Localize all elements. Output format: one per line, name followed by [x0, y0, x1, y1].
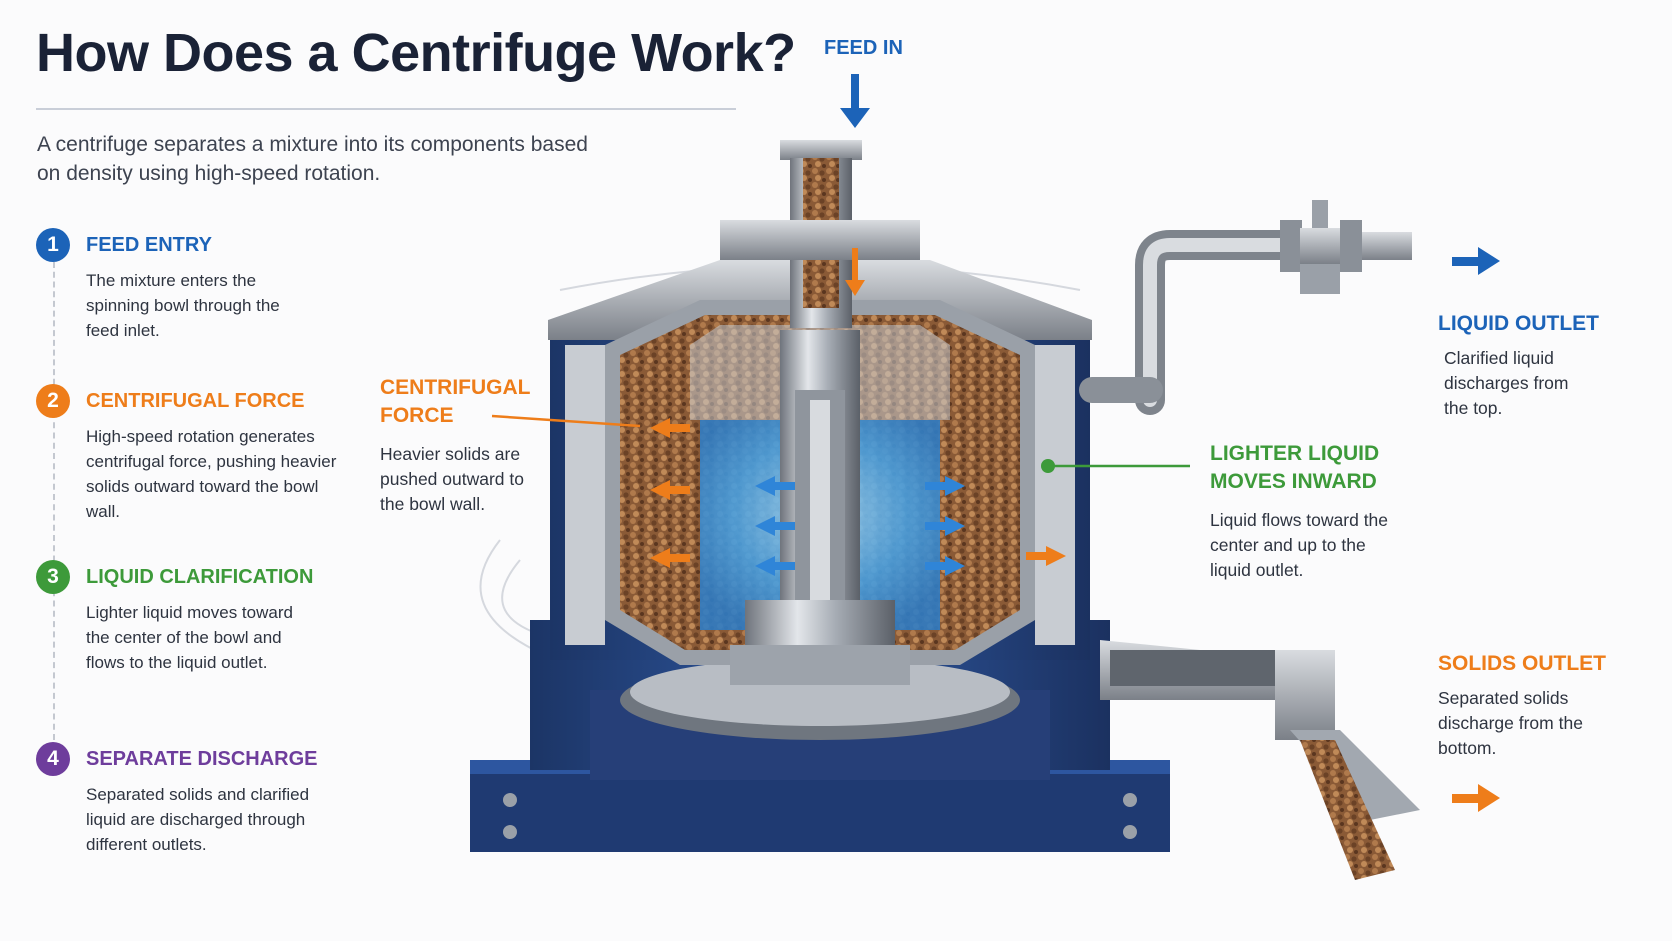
outlet-valve: [1280, 200, 1412, 294]
callout-centrifugal-force-title: CENTRIFUGAL FORCE: [380, 376, 531, 427]
step-4-badge: 4: [36, 742, 70, 776]
callout-solids-outlet-body: Separated solids discharge from the bott…: [1438, 688, 1583, 758]
callout-solids-outlet-title: SOLIDS OUTLET: [1438, 652, 1606, 675]
title-divider: [36, 108, 736, 110]
step-3-body: Lighter liquid moves toward the center o…: [86, 603, 293, 672]
callout-lighter-liquid-body: Liquid flows toward the center and up to…: [1210, 510, 1389, 580]
outward-arrow-icon: [650, 418, 1066, 568]
step-3-badge: 3: [36, 560, 70, 594]
step-1-body: The mixture enters the spinning bowl thr…: [86, 271, 280, 340]
callout-liquid-outlet: LIQUID OUTLET Clarified liquid discharge…: [1438, 310, 1638, 421]
callout-solids-outlet: SOLIDS OUTLET Separated solids discharge…: [1438, 650, 1638, 761]
step-2-title: CENTRIFUGAL FORCE: [86, 390, 305, 412]
step-4-body: Separated solids and clarified liquid ar…: [86, 785, 310, 854]
step-connector: [53, 580, 55, 740]
page-title: How Does a Centrifuge Work?: [36, 23, 796, 83]
step-connector: [53, 412, 55, 582]
callout-liquid-outlet-body: Clarified liquid discharges from the top…: [1444, 348, 1569, 418]
callout-liquid-outlet-title: LIQUID OUTLET: [1438, 312, 1599, 335]
feed-pipe: [720, 140, 920, 328]
feed-in-label: FEED IN: [824, 37, 903, 59]
intro-text: A centrifuge separates a mixture into it…: [37, 133, 588, 185]
step-3-title: LIQUID CLARIFICATION: [86, 566, 314, 588]
callout-centrifugal-force: CENTRIFUGAL FORCE Heavier solids are pus…: [380, 374, 550, 517]
step-4-title: SEPARATE DISCHARGE: [86, 748, 318, 770]
liquid-outlet-pipe: [1079, 230, 1295, 415]
feed-arrow: [840, 74, 870, 296]
step-1-badge: 1: [36, 228, 70, 262]
inward-arrow-icon: [755, 476, 965, 576]
callout-lighter-liquid-title: LIGHTER LIQUID MOVES INWARD: [1210, 442, 1380, 493]
step-2-badge: 2: [36, 384, 70, 418]
callout-centrifugal-force-body: Heavier solids are pushed outward to the…: [380, 444, 524, 514]
step-2-body: High-speed rotation generates centrifuga…: [86, 427, 337, 521]
step-1-title: FEED ENTRY: [86, 234, 212, 256]
right-arrow-icon: [1452, 247, 1500, 812]
callout-lighter-liquid: LIGHTER LIQUID MOVES INWARD Liquid flows…: [1210, 440, 1395, 583]
step-connector: [53, 262, 55, 414]
callout-leader-lines: [491, 414, 1190, 473]
solids-chute: [1100, 640, 1420, 880]
